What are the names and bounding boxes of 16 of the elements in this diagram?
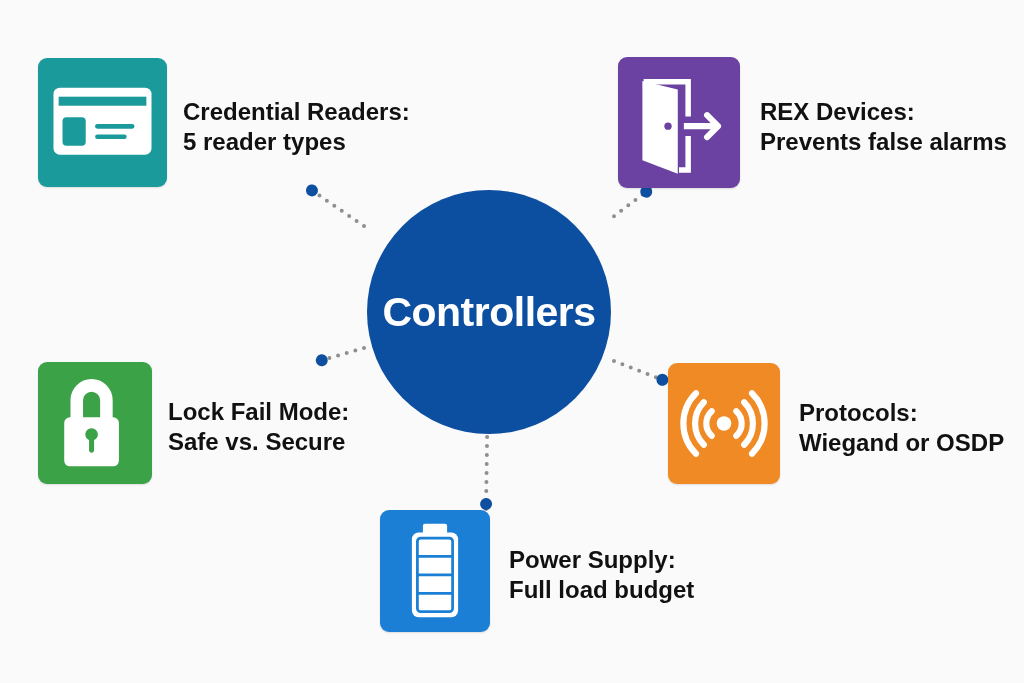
topic-heading: Protocols: [799, 397, 918, 428]
topic-detail: Safe vs. Secure [168, 427, 346, 457]
dotted-connector [480, 435, 493, 512]
topic-detail: 5 reader types [183, 126, 346, 157]
topic-detail: Wiegand or OSDP [799, 427, 1005, 458]
hub-label: Controllers [382, 288, 596, 336]
topic-detail: Full load budget [509, 575, 695, 605]
topic-detail: Prevents false alarms [760, 126, 1007, 157]
topic-heading: Credential Readers: [183, 96, 410, 127]
topic-heading: Lock Fail Mode: [168, 397, 350, 427]
topic-heading: REX Devices: [760, 96, 915, 127]
topic-heading: Power Supply: [509, 545, 676, 575]
dotted-connector [612, 358, 670, 386]
dotted-connector [305, 184, 366, 229]
dotted-connector [314, 346, 366, 367]
dotted-connector [612, 185, 653, 219]
